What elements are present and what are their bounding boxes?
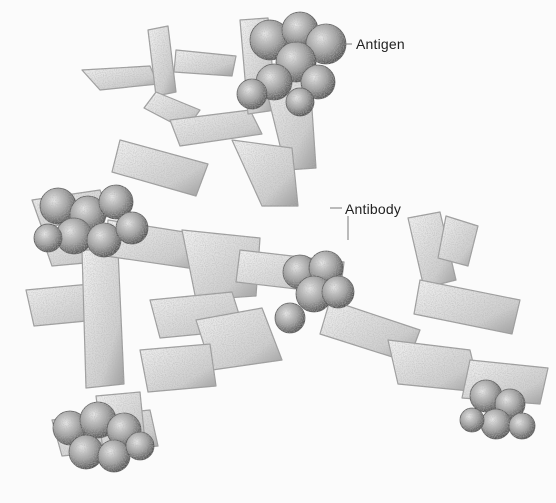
antibody-label: Antibody <box>345 201 401 217</box>
antigen-label: Antigen <box>356 36 405 52</box>
antibody-right <box>320 212 548 404</box>
